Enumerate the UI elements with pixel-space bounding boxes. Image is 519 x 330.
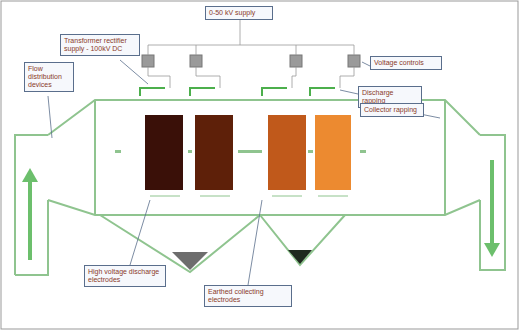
callout-label: Earthed collecting electrodes — [208, 288, 288, 304]
callout-label: Voltage controls — [374, 59, 438, 67]
callout-label: Transformer rectifier supply - 100kV DC — [64, 37, 136, 53]
callout-label: High voltage discharge electrodes — [88, 268, 162, 284]
callout-label: Flow distribution devices — [28, 65, 70, 89]
callout-box: Voltage controls — [370, 56, 442, 70]
callout-label: Collector rapping — [364, 106, 420, 114]
callout-box: Earthed collecting electrodes — [204, 285, 292, 307]
callout-box: 0-50 kV supply — [205, 6, 273, 20]
callout-box: High voltage discharge electrodes — [84, 265, 166, 287]
callout-box: Flow distribution devices — [24, 62, 74, 92]
callout-label: 0-50 kV supply — [209, 9, 269, 17]
callout-box: Collector rapping — [360, 103, 424, 117]
callout-box: Transformer rectifier supply - 100kV DC — [60, 34, 140, 56]
